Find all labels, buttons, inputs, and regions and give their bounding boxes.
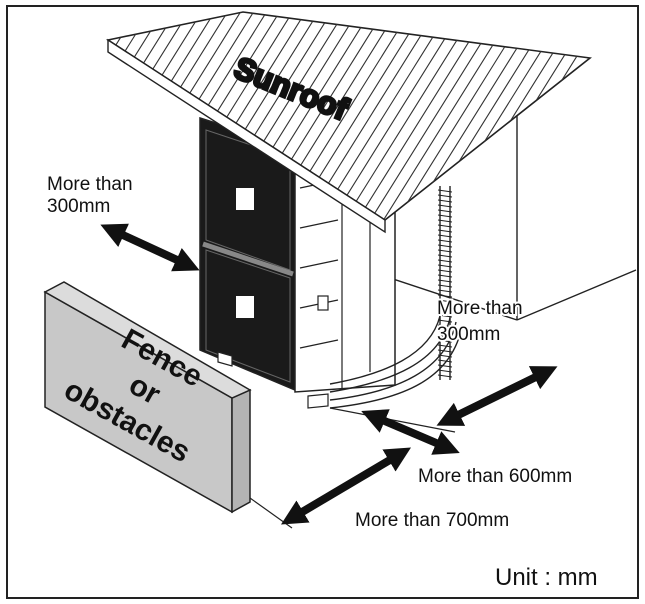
diagram-border xyxy=(6,5,639,599)
dimension-arrows xyxy=(100,223,558,525)
right-clearance-label-line2: 300mm xyxy=(437,324,500,345)
front-clearance-arrow xyxy=(361,409,460,455)
unit-label: Unit : mm xyxy=(495,564,598,591)
fence-gap-arrow xyxy=(280,447,412,525)
fence-gap-label: More than 700mm xyxy=(355,510,509,531)
right-clearance-label-line1: More than xyxy=(437,298,523,319)
refrigerant-pipes xyxy=(329,186,463,409)
front-clearance-label: More than 600mm xyxy=(418,466,572,487)
fence-side-face xyxy=(231,388,251,514)
unit-handle xyxy=(317,295,329,311)
left-clearance-label-line2: 300mm xyxy=(47,196,110,217)
rear-clearance-arrow xyxy=(436,366,558,426)
unit-feet xyxy=(217,351,329,409)
left-clearance-label-line1: More than xyxy=(47,174,133,195)
fence-top-face xyxy=(43,281,252,399)
left-clearance-arrow xyxy=(100,223,200,272)
